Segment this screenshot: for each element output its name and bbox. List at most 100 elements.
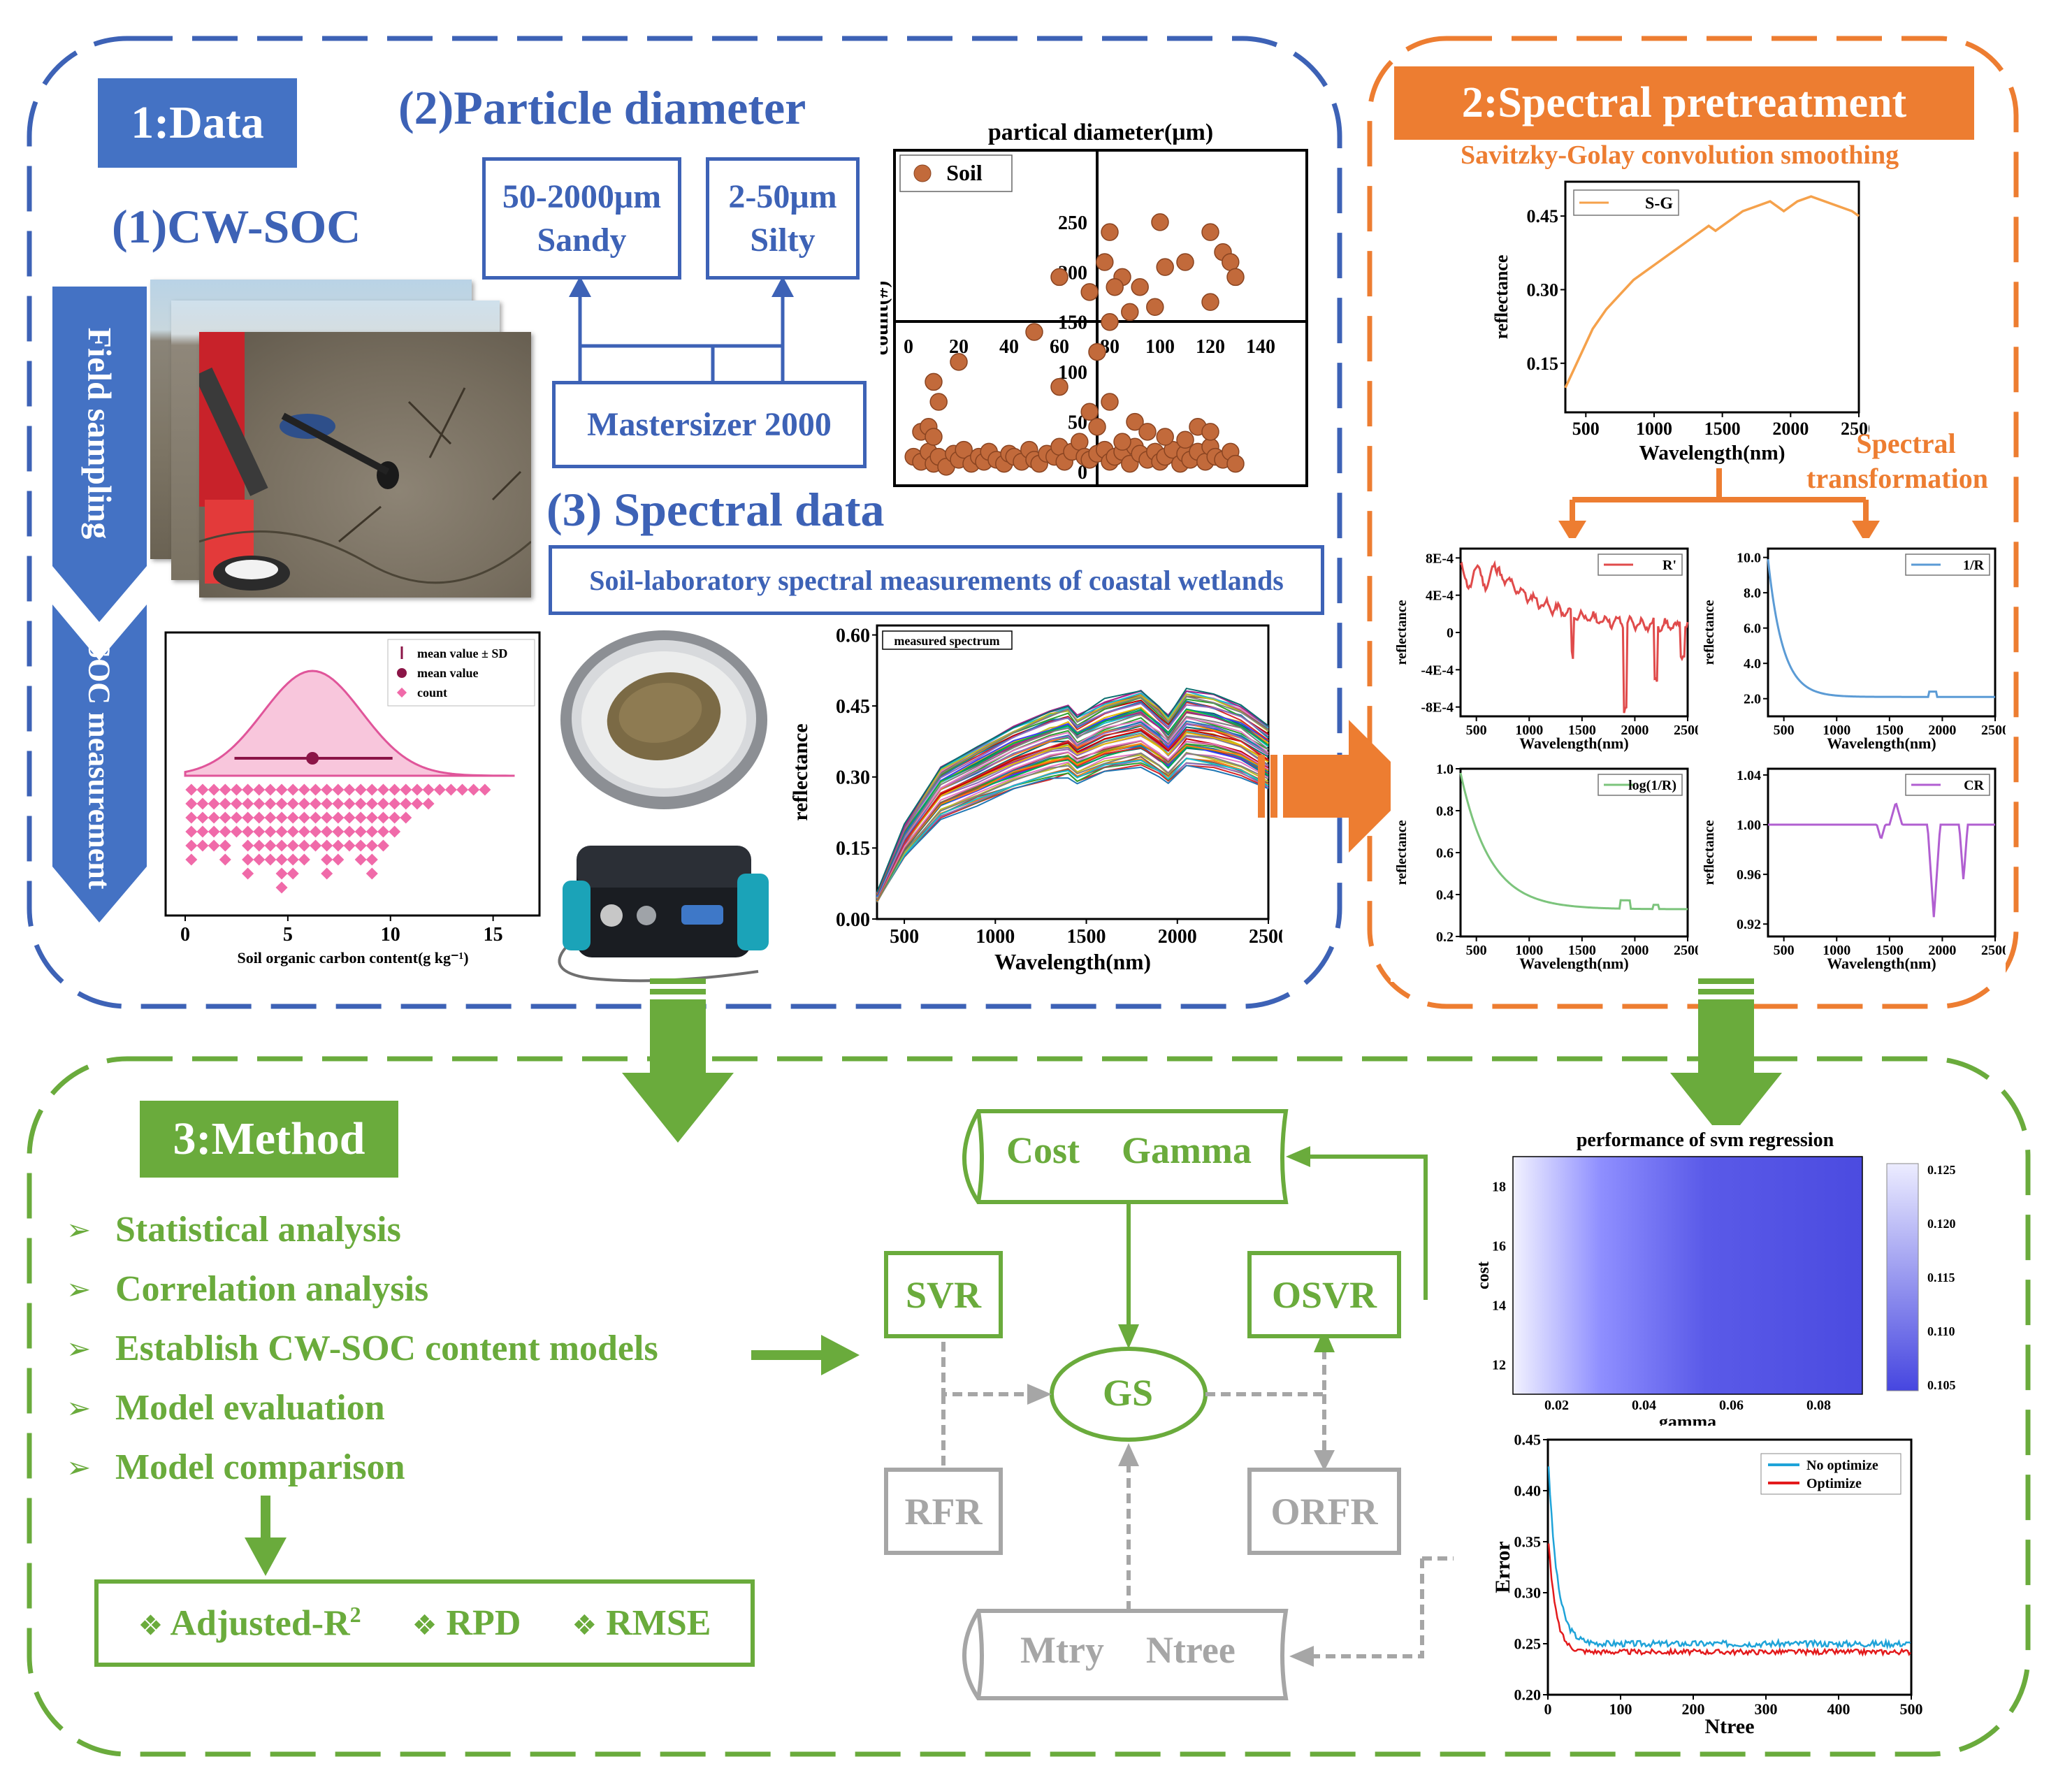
transformation-split-arrow	[1558, 468, 1880, 544]
count-dot	[365, 839, 378, 852]
legend-box	[1760, 1453, 1901, 1495]
y-tick-label: 0.00	[836, 909, 870, 931]
y-tick-label: 12	[1492, 1358, 1506, 1373]
scatter-point	[1131, 277, 1149, 296]
y-tick-label: 14	[1492, 1298, 1506, 1314]
count-dot	[389, 825, 401, 838]
legend-label: mean value	[417, 666, 479, 680]
y-tick-label: 0.25	[1514, 1635, 1542, 1653]
colorbar-label: 0.120	[1927, 1217, 1956, 1231]
scatter-point	[1222, 253, 1240, 271]
y-tick-label: 4.0	[1744, 656, 1761, 672]
scatter-point	[1156, 428, 1174, 446]
diamond-bullet-icon: ❖	[138, 1609, 164, 1642]
x-tick-label: 0.04	[1632, 1398, 1656, 1413]
method-item-comparison: ➢Model comparison	[66, 1447, 405, 1488]
mean-marker	[306, 752, 319, 765]
comparison-to-metrics-arrow	[245, 1496, 287, 1576]
method-item-correlation: ➢Correlation analysis	[66, 1268, 428, 1310]
x-tick-label: 2000	[1158, 926, 1197, 948]
ntree-label: Ntree	[1145, 1629, 1236, 1671]
x-tick-label: 1500	[1704, 419, 1741, 439]
y-tick-label: 250	[1058, 212, 1087, 234]
y-tick-label: 0.30	[1527, 280, 1559, 301]
x-tick-label: 1500	[1067, 926, 1106, 948]
count-dot	[365, 811, 378, 824]
x-tick-label: 100	[1145, 336, 1175, 358]
plot-frame	[1767, 767, 1997, 938]
count-dot	[433, 783, 446, 796]
spectrum-line	[876, 764, 1269, 902]
legend-count-icon	[396, 687, 407, 698]
method-region-border	[27, 1056, 2031, 1757]
count-dot	[377, 797, 389, 810]
field-sampling-photo-drawing	[199, 332, 531, 591]
y-axis-label: reflectance	[1492, 255, 1512, 340]
cost-gamma-label: Cost Gamma	[1006, 1129, 1252, 1172]
bullet-arrow-icon: ➢	[66, 1213, 92, 1247]
chart-title: partical diameter(μm)	[988, 120, 1213, 145]
x-tick-label: 0.02	[1544, 1398, 1569, 1413]
legend-label: log(1/R)	[1628, 778, 1676, 793]
bullet-arrow-icon: ➢	[66, 1272, 92, 1306]
scatter-point	[1176, 430, 1194, 449]
x-tick-label: 1500	[1876, 943, 1904, 958]
adjusted-r-sup: 2	[349, 1602, 361, 1628]
mastersizer-box: Mastersizer 2000	[552, 381, 867, 468]
spectrum-line	[876, 713, 1269, 897]
x-axis-label: Ntree	[1704, 1715, 1754, 1738]
count-dot	[365, 825, 378, 838]
y-axis-label: reflectance	[1394, 600, 1410, 665]
y-tick-label: 0	[1447, 625, 1454, 641]
plot-frame	[876, 624, 1270, 920]
count-dot	[377, 825, 389, 838]
gs-label: GS	[1103, 1372, 1154, 1414]
x-tick-label: 0	[1544, 1700, 1552, 1718]
count-dot	[377, 811, 389, 824]
y-tick-label: 0.8	[1436, 804, 1454, 819]
y-tick-label: 8.0	[1744, 586, 1761, 601]
field-photo-front	[199, 332, 531, 598]
spectrum-line	[876, 702, 1269, 894]
x-tick-label: 40	[999, 336, 1019, 358]
mtry-ntree-shape	[962, 1609, 1289, 1700]
y-tick-label: 6.0	[1744, 621, 1761, 637]
spectrum-line	[876, 693, 1269, 894]
field-sampling-label: Field sampling	[80, 327, 118, 540]
spectrum-line	[876, 723, 1269, 898]
chart-title: performance of svm regression	[1577, 1129, 1834, 1151]
colorbar-label: 0.115	[1927, 1271, 1955, 1285]
rpd-metric: ❖ RPD	[412, 1602, 521, 1644]
scatter-point	[1101, 393, 1119, 411]
particle-diameter-heading: (2)Particle diameter	[398, 81, 806, 134]
x-tick-label: 500	[1572, 419, 1600, 439]
method-item-establish-models: ➢Establish CW-SOC content models	[66, 1328, 658, 1369]
scatter-point	[1156, 258, 1174, 276]
bullet-arrow-icon: ➢	[66, 1391, 92, 1425]
count-dot	[422, 783, 435, 796]
cost-gamma-shape	[962, 1109, 1289, 1204]
scatter-point	[1146, 298, 1164, 317]
y-tick-label: 10.0	[1737, 551, 1761, 566]
scatter-point	[1101, 312, 1119, 331]
transform-series-line	[1459, 772, 1688, 911]
mastersizer-connectors	[569, 276, 794, 388]
scatter-point	[1201, 293, 1219, 311]
count-dot	[365, 783, 378, 796]
legend-box	[387, 639, 535, 707]
x-tick-label: 10	[381, 924, 400, 946]
count-dot	[377, 783, 389, 796]
legend-label: CR	[1964, 778, 1984, 793]
x-tick-label: 140	[1246, 336, 1275, 358]
x-tick-label: 0.06	[1719, 1398, 1744, 1413]
x-axis-label: Wavelength(nm)	[1519, 955, 1628, 972]
count-dot	[389, 811, 401, 824]
svm-performance-heatmap: performance of svm regression 0.02 0.04 0.0…	[1475, 1125, 1985, 1433]
method-item-label: Model evaluation	[115, 1388, 385, 1428]
sandy-label: Sandy	[537, 221, 627, 259]
y-tick-label: 0.15	[1527, 354, 1559, 374]
x-tick-label: 1000	[1636, 419, 1672, 439]
sandy-box: 50-2000μm Sandy	[482, 157, 681, 280]
y-tick-label: 0.30	[836, 767, 870, 789]
